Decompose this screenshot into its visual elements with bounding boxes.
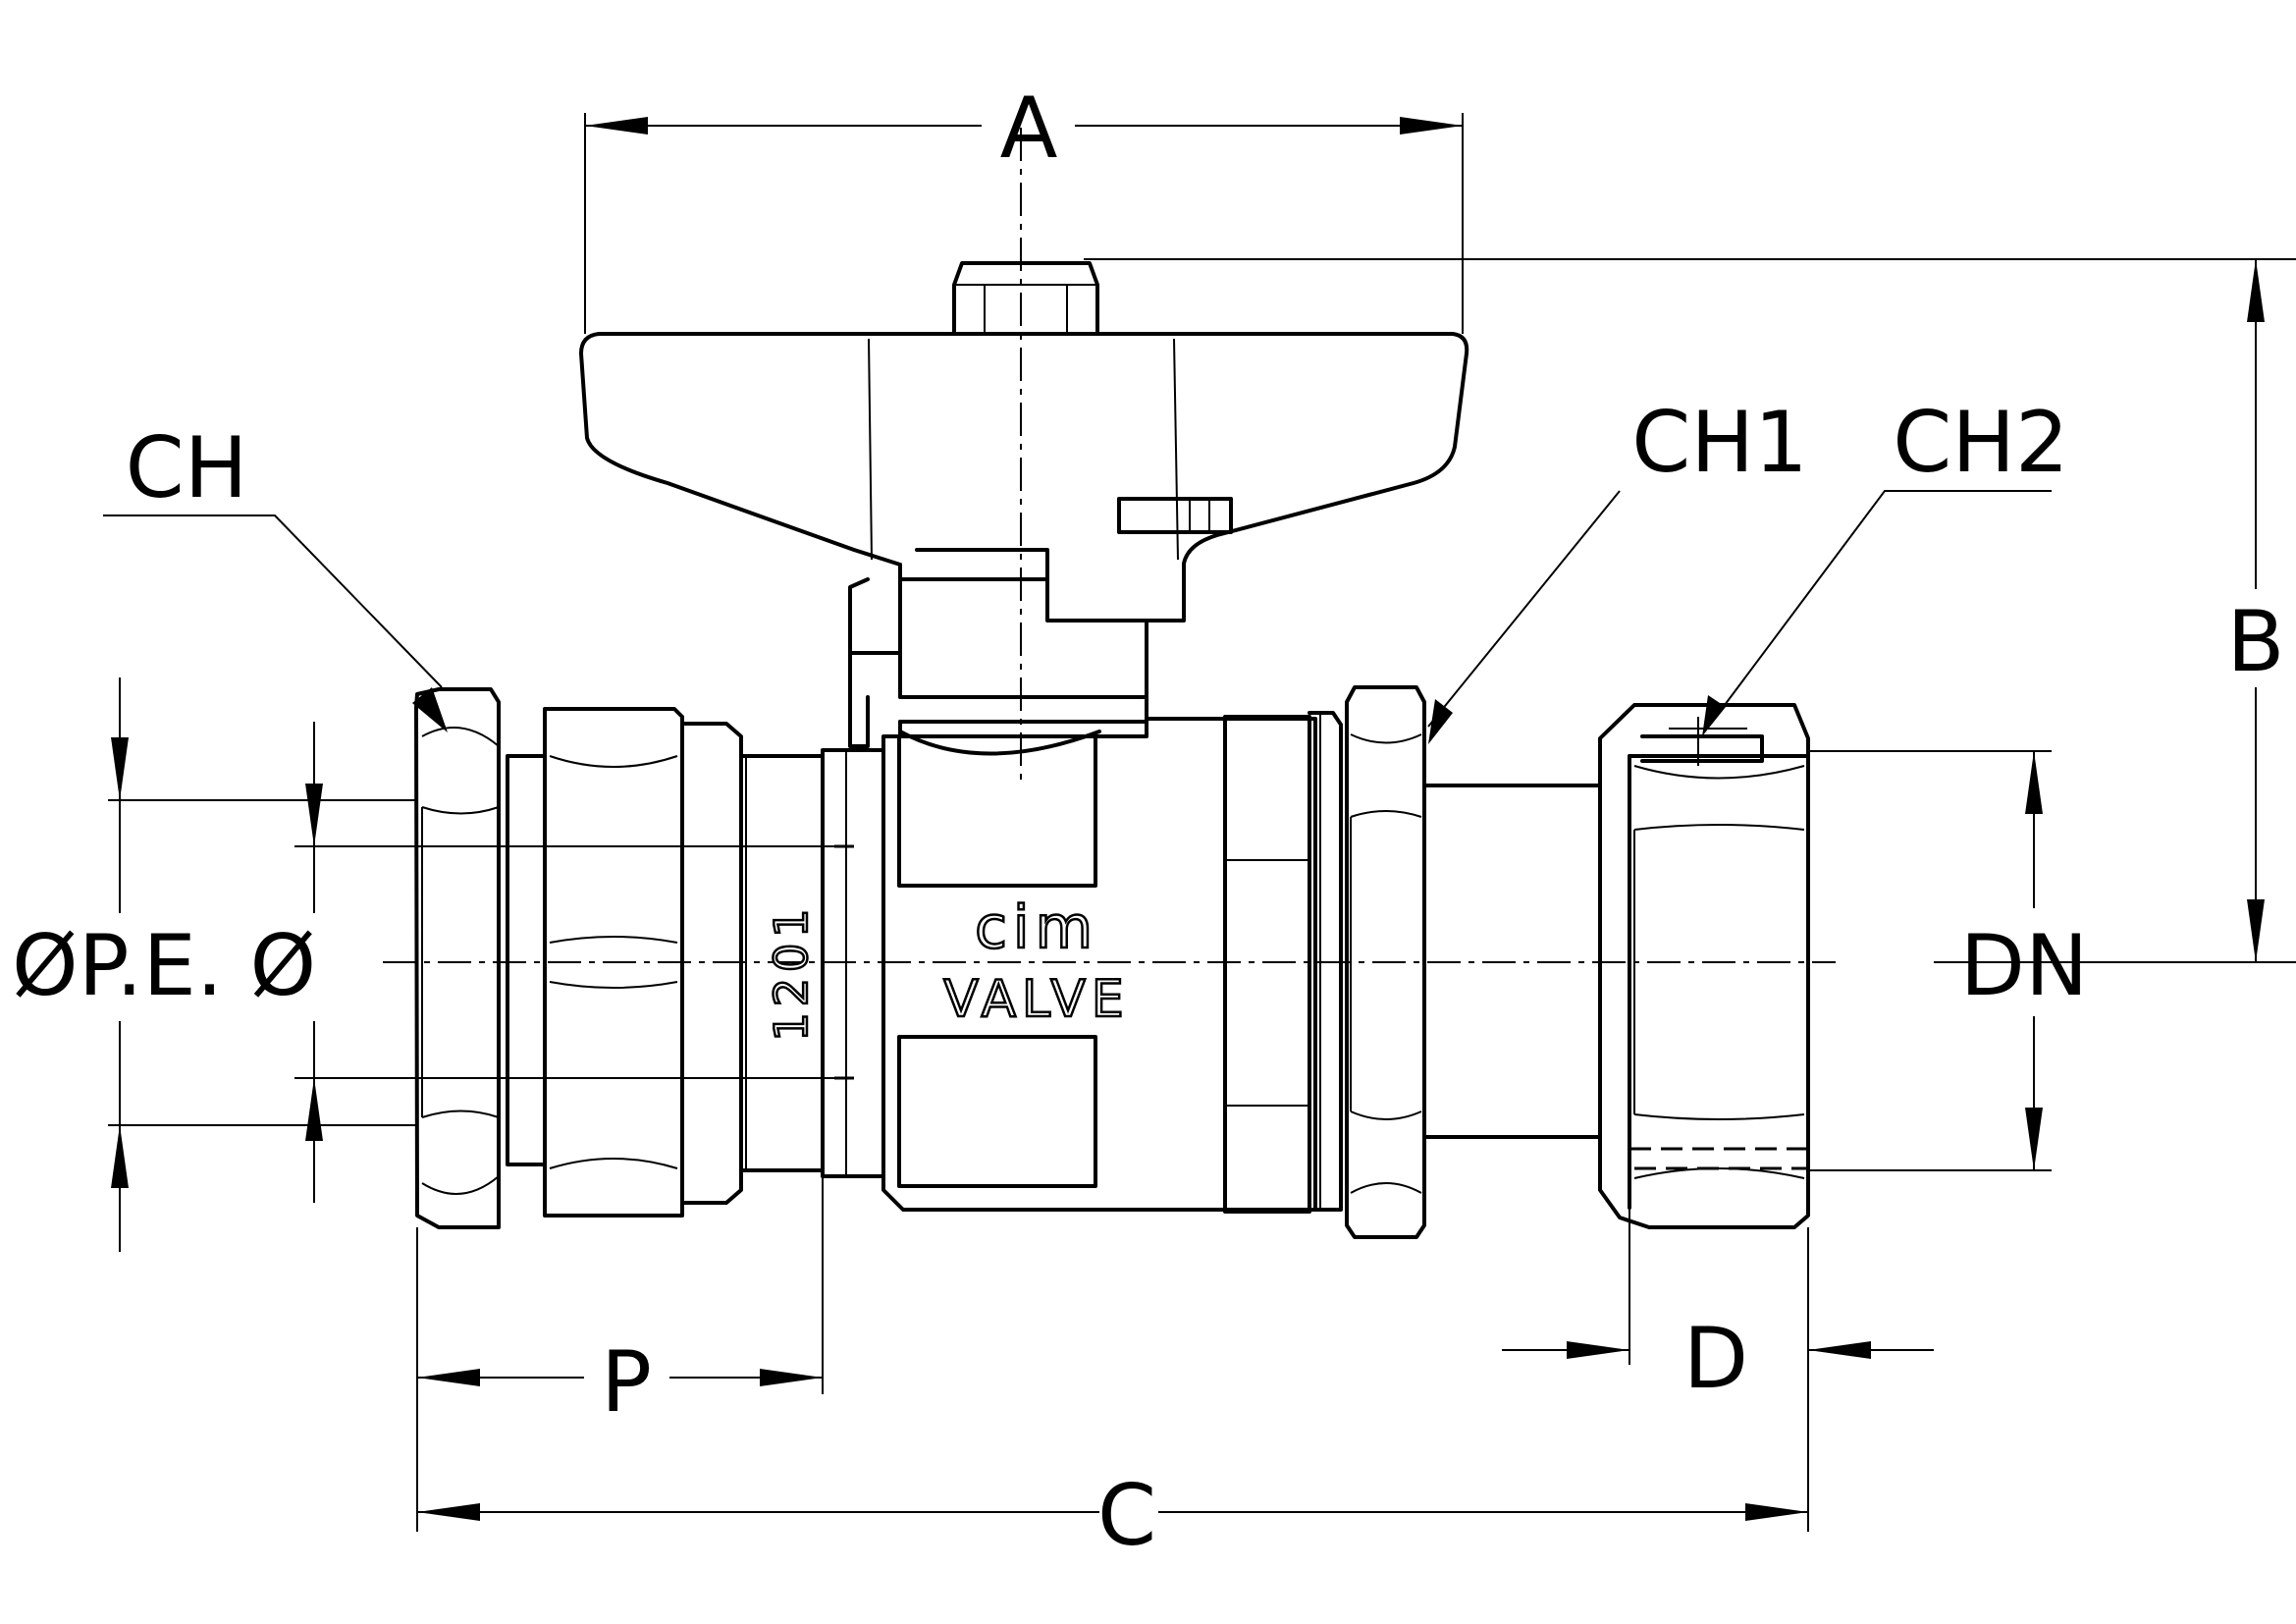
dimension-label-B: B (2227, 593, 2285, 691)
dimension-label-pe-diameter: ØP.E. Ø (12, 917, 316, 1015)
dimension-label-A: A (1000, 80, 1058, 178)
body-markings: cim VALVE 1201 (764, 893, 1130, 1043)
left-compression-fitting (414, 687, 825, 1229)
dimension-label-D: D (1683, 1310, 1748, 1408)
dimension-label-CH2: CH2 (1893, 394, 2068, 492)
right-end-nut (1598, 703, 1810, 1229)
right-union-fitting (1308, 685, 1602, 1239)
dimension-label-DN: DN (1960, 917, 2089, 1015)
valve-body (821, 715, 1317, 1214)
dimension-label-C: C (1097, 1467, 1156, 1565)
dimension-labels: A B C D P CH CH1 CH2 DN ØP.E. Ø (12, 80, 2285, 1565)
dimension-label-CH: CH (126, 419, 248, 517)
dimension-lines (103, 113, 2296, 1532)
product-mark: VALVE (943, 970, 1130, 1029)
center-lines (383, 128, 1836, 963)
butterfly-handle (579, 261, 1469, 748)
dimension-label-CH1: CH1 (1631, 394, 1807, 492)
code-mark: 1201 (765, 902, 818, 1041)
dimension-label-P: P (601, 1333, 652, 1432)
brand-mark: cim (975, 893, 1098, 962)
arrowheads (111, 117, 2265, 1521)
